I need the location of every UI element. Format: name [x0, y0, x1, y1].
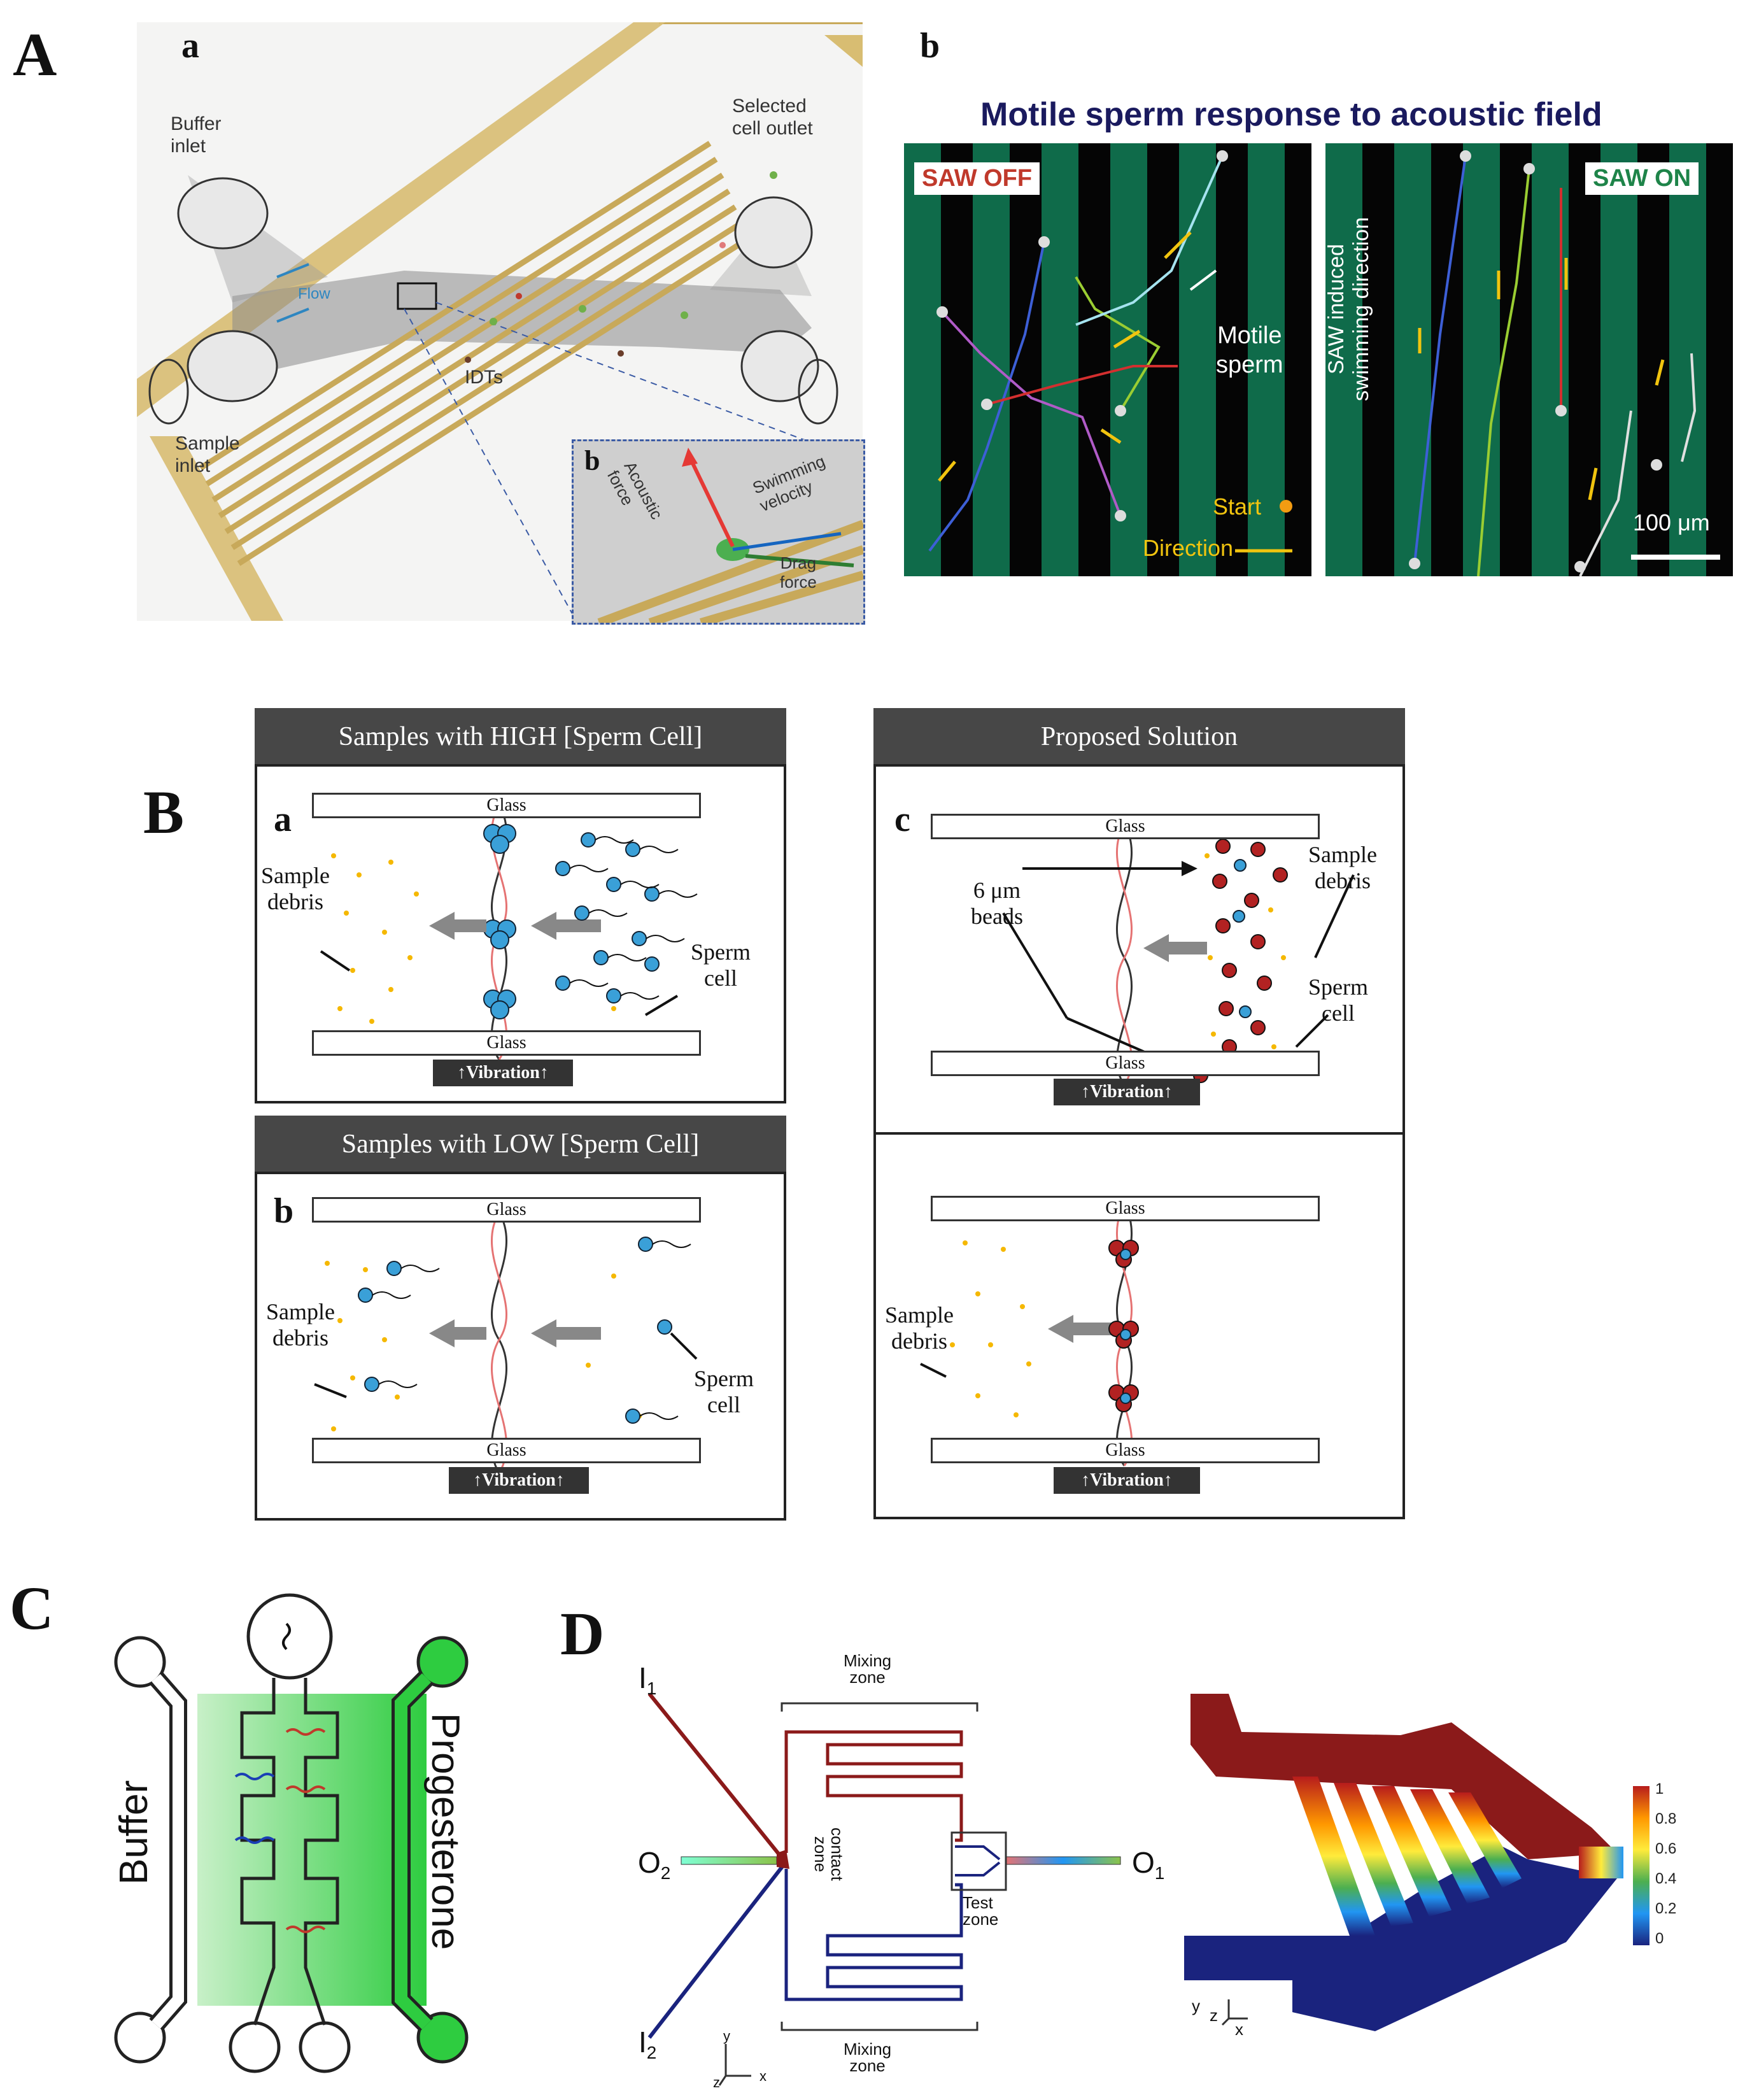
- beads-label: 6 μm beads: [971, 877, 1023, 930]
- subpanel-letter-ab: b: [920, 26, 940, 66]
- force-diagram: [597, 448, 865, 627]
- start-label: Start: [1213, 493, 1262, 520]
- saw-on-tracks: [1409, 150, 1720, 577]
- i2-label: I2: [639, 2026, 657, 2063]
- saw-on-badge: SAW ON: [1585, 162, 1699, 195]
- microchannel-layout: [624, 1643, 1171, 2095]
- low-concentration-header: Samples with LOW [Sperm Cell]: [255, 1116, 786, 1173]
- vibration-c: ↑Vibration↑: [1054, 1079, 1200, 1105]
- test-zone-label: Test zone: [963, 1893, 999, 1929]
- saw-off-tracks: [928, 150, 1292, 553]
- colorbar-tick-0: 0: [1655, 1930, 1664, 1947]
- glass-top-d: Glass: [931, 1196, 1320, 1221]
- motile-sperm-title: Motile sperm response to acoustic field: [980, 96, 1602, 133]
- colorbar-tick-04: 0.4: [1655, 1870, 1677, 1887]
- saw-induced-label: SAW induced swimming direction: [1324, 216, 1374, 401]
- progesterone-chip-drawing: [114, 1593, 469, 2073]
- idts-label: IDTs: [465, 367, 503, 388]
- panel-letter-a: A: [13, 20, 57, 89]
- axis-y-label-right: y: [1192, 1996, 1200, 2015]
- glass-bottom-c: Glass: [931, 1051, 1320, 1076]
- buffer-inlet-label: Buffer inlet: [171, 113, 222, 157]
- colorbar-tick-02: 0.2: [1655, 1900, 1677, 1917]
- mixing-zone-bottom-label: Mixing zone: [844, 2040, 892, 2075]
- vibration-d: ↑Vibration↑: [1054, 1467, 1200, 1494]
- sperm-cell-label-a: Sperm cell: [691, 939, 751, 991]
- axis-z-label-right: z: [1210, 2006, 1218, 2025]
- o1-label: O1: [1132, 1846, 1165, 1884]
- sperm-cell-label-b: Sperm cell: [694, 1366, 754, 1418]
- sample-debris-label-d: Sample debris: [885, 1302, 954, 1354]
- proposed-bottom-diagram: [920, 1204, 1139, 1466]
- scale-bar-label: 100 μm: [1633, 509, 1710, 536]
- microchannel-drawing: [647, 1692, 1121, 2086]
- axis-y-label-left: y: [723, 2028, 730, 2044]
- progesterone-chip: [95, 1586, 477, 2082]
- panel-letter-d: D: [560, 1600, 605, 1668]
- b-sub-letter-a: a: [274, 800, 292, 839]
- sample-debris-label-b: Sample debris: [266, 1299, 335, 1351]
- inset-force-diagram: [572, 439, 865, 627]
- glass-top-c: Glass: [931, 814, 1320, 839]
- flow-label: Flow: [298, 285, 330, 302]
- glass-top-a: Glass: [312, 793, 701, 818]
- mixing-zone-top-label: Mixing zone: [844, 1651, 892, 1687]
- o2-label: O2: [638, 1846, 671, 1884]
- vibration-b: ↑Vibration↑: [449, 1467, 589, 1494]
- vibration-a: ↑Vibration↑: [433, 1060, 573, 1086]
- proposed-solution-header: Proposed Solution: [873, 708, 1405, 765]
- low-concentration-diagram: [314, 1212, 698, 1474]
- axis-x-label-left: x: [759, 2068, 766, 2084]
- contact-zone-label: contact zone: [811, 1827, 847, 1881]
- drag-force-label: Drag force: [780, 553, 817, 592]
- glass-bottom-b: Glass: [312, 1438, 701, 1463]
- motile-sperm-label: Motile sperm: [1216, 322, 1283, 378]
- glass-bottom-d: Glass: [931, 1438, 1320, 1463]
- progesterone-label: Progesterone: [423, 1713, 467, 1950]
- saw-off-image: [904, 143, 1311, 576]
- colorbar-tick-1: 1: [1655, 1780, 1664, 1798]
- sample-debris-label-a: Sample debris: [261, 863, 330, 915]
- subpanel-letter-aa: a: [181, 26, 199, 66]
- high-concentration-header: Samples with HIGH [Sperm Cell]: [255, 708, 786, 765]
- b-sub-letter-c: c: [894, 800, 910, 839]
- selected-cell-outlet-label: Selected cell outlet: [732, 96, 813, 139]
- panel-letter-c: C: [10, 1574, 54, 1642]
- high-concentration-diagram: [320, 804, 698, 1060]
- sample-inlet-label: Sample inlet: [175, 433, 240, 476]
- axis-x-label-right: x: [1235, 2020, 1243, 2039]
- direction-label: Direction: [1143, 535, 1234, 561]
- glass-top-b: Glass: [312, 1197, 701, 1223]
- colorbar: [1633, 1786, 1650, 1945]
- chip-illustration: [137, 20, 863, 621]
- concentration-3d-drawing: [1184, 1694, 1623, 2031]
- inset-letter-b: b: [584, 445, 600, 476]
- b-sub-letter-b: b: [274, 1191, 294, 1231]
- saw-off-badge: SAW OFF: [914, 162, 1040, 195]
- i1-label: I1: [639, 1661, 657, 1699]
- colorbar-tick-08: 0.8: [1655, 1810, 1677, 1827]
- sample-debris-label-c: Sample debris: [1308, 842, 1377, 894]
- chip-render: [137, 20, 863, 621]
- sperm-cell-label-c: Sperm cell: [1308, 974, 1368, 1026]
- panel-letter-b: B: [143, 778, 185, 846]
- glass-bottom-a: Glass: [312, 1030, 701, 1056]
- concentration-3d-render: [1184, 1687, 1630, 2044]
- saw-on-image: [1325, 143, 1733, 577]
- colorbar-tick-06: 0.6: [1655, 1840, 1677, 1857]
- buffer-label: Buffer: [112, 1780, 156, 1885]
- axis-z-label-left: z: [713, 2075, 720, 2090]
